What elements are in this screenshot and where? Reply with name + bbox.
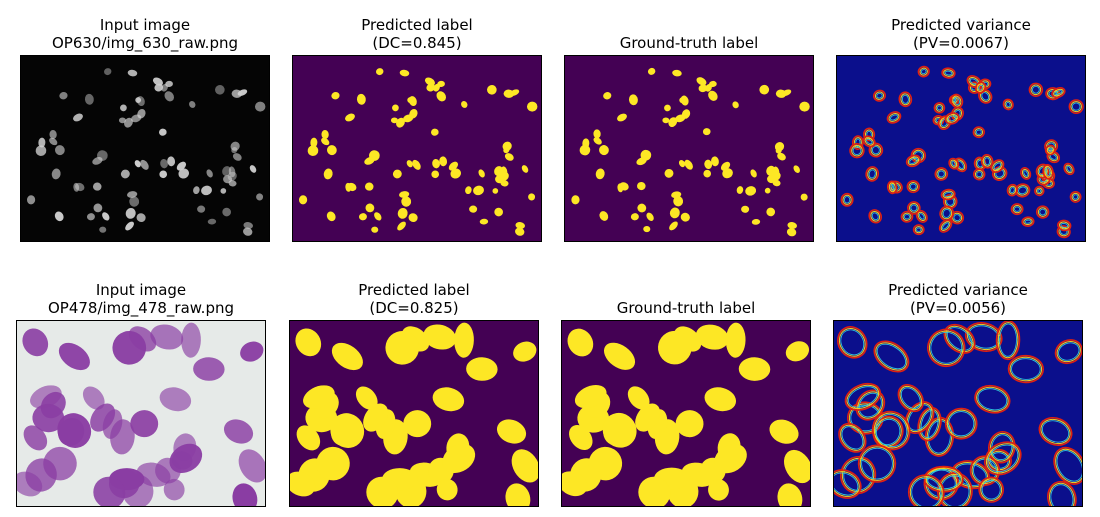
panel-title: Predicted label (DC=0.845) bbox=[292, 14, 542, 52]
variance-heatmap-image bbox=[837, 56, 1085, 241]
input-image-panel bbox=[20, 55, 270, 242]
fluorescence-image bbox=[21, 56, 269, 241]
panel-r2-input: Input image OP478/img_478_raw.png bbox=[16, 279, 266, 507]
predicted-mask-image bbox=[290, 321, 538, 506]
title-line-1: Predicted variance bbox=[891, 16, 1031, 34]
panel-r1-groundtruth: Ground-truth label bbox=[564, 14, 814, 242]
panel-title: Ground-truth label bbox=[561, 279, 811, 317]
panel-r2-predicted: Predicted label (DC=0.825) bbox=[289, 279, 539, 507]
input-image-panel bbox=[16, 320, 266, 507]
title-line-1: Predicted label bbox=[358, 281, 470, 299]
predicted-mask-image bbox=[293, 56, 541, 241]
panel-title: Input image OP478/img_478_raw.png bbox=[16, 279, 266, 317]
panel-title: Predicted label (DC=0.825) bbox=[289, 279, 539, 317]
ground-truth-mask-image bbox=[565, 56, 813, 241]
title-line-1: Predicted label bbox=[361, 16, 473, 34]
title-line-2: (DC=0.825) bbox=[369, 299, 459, 317]
panel-title: Input image OP630/img_630_raw.png bbox=[20, 14, 270, 52]
variance-heatmap-image bbox=[834, 321, 1082, 506]
panel-r1-input: Input image OP630/img_630_raw.png bbox=[20, 14, 270, 242]
panel-title: Predicted variance (PV=0.0056) bbox=[833, 279, 1083, 317]
title-line-1: Predicted variance bbox=[888, 281, 1028, 299]
title-line-1: Input image bbox=[99, 16, 191, 34]
title-line-2: (PV=0.0067) bbox=[912, 34, 1010, 52]
ground-truth-mask-image bbox=[562, 321, 810, 506]
histology-image bbox=[17, 321, 265, 506]
title-line-2: OP630/img_630_raw.png bbox=[51, 34, 239, 52]
panel-title: Ground-truth label bbox=[564, 14, 814, 52]
panel-r1-variance: Predicted variance (PV=0.0067) bbox=[836, 14, 1086, 242]
predicted-label-panel bbox=[289, 320, 539, 507]
predicted-variance-panel bbox=[833, 320, 1083, 507]
ground-truth-panel bbox=[564, 55, 814, 242]
panel-r1-predicted: Predicted label (DC=0.845) bbox=[292, 14, 542, 242]
title-line-2: OP478/img_478_raw.png bbox=[47, 299, 235, 317]
predicted-label-panel bbox=[292, 55, 542, 242]
title-line-2: (DC=0.845) bbox=[372, 34, 462, 52]
predicted-variance-panel bbox=[836, 55, 1086, 242]
title-line-1: Ground-truth label bbox=[619, 34, 759, 52]
panel-title: Predicted variance (PV=0.0067) bbox=[836, 14, 1086, 52]
title-line-2: (PV=0.0056) bbox=[909, 299, 1007, 317]
title-line-1: Input image bbox=[95, 281, 187, 299]
panel-r2-variance: Predicted variance (PV=0.0056) bbox=[833, 279, 1083, 507]
title-line-1: Ground-truth label bbox=[616, 299, 756, 317]
panel-r2-groundtruth: Ground-truth label bbox=[561, 279, 811, 507]
ground-truth-panel bbox=[561, 320, 811, 507]
